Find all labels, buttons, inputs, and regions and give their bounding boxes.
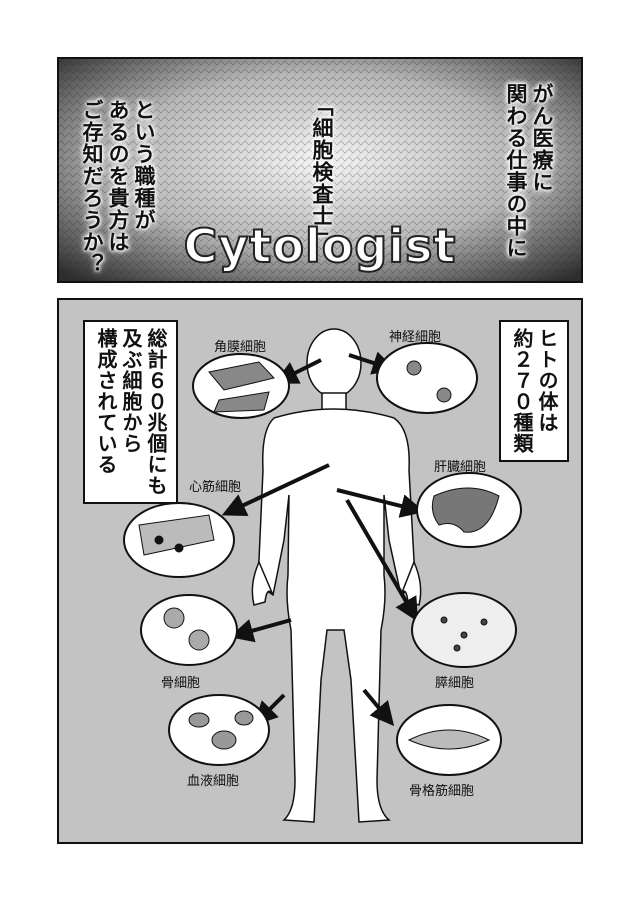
label-heart: 心筋細胞 xyxy=(189,480,242,495)
label-cornea: 角膜細胞 xyxy=(214,340,267,355)
caption-center: 「細胞検査士」 xyxy=(310,95,334,249)
caption-right: がん医療に 関わる仕事の中に xyxy=(504,83,554,259)
caption-left: という職種が あるのを貴方は ご存知だろうか？ xyxy=(80,99,156,275)
blood-cell-icon xyxy=(168,694,270,766)
fabric-texture xyxy=(59,59,581,281)
nerve-cell-icon xyxy=(376,342,478,414)
label-nerve: 神経細胞 xyxy=(389,330,442,345)
bone-cell-icon xyxy=(140,594,238,666)
label-blood: 血液細胞 xyxy=(187,774,240,789)
title-panel: がん医療に 関わる仕事の中に 「細胞検査士」 という職種が あるのを貴方は ご存… xyxy=(57,57,583,283)
arrows xyxy=(221,351,425,727)
label-skeletal: 骨格筋細胞 xyxy=(409,784,475,799)
pancreas-cell-icon xyxy=(411,592,517,668)
info-box-right: ヒトの体は 約２７０種類 xyxy=(499,320,569,462)
label-bone: 骨細胞 xyxy=(161,676,201,691)
label-liver: 肝臓細胞 xyxy=(434,460,487,475)
info-box-right-text: ヒトの体は 約２７０種類 xyxy=(510,328,559,454)
body-cells-panel: ヒトの体は 約２７０種類 総計６０兆個にも 及ぶ細胞から 構成されている 角膜細… xyxy=(57,298,583,844)
cytologist-title: Cytologist xyxy=(183,218,457,274)
info-box-left-text: 総計６０兆個にも 及ぶ細胞から 構成されている xyxy=(94,328,168,496)
body-diagram xyxy=(123,328,522,823)
info-box-left: 総計６０兆個にも 及ぶ細胞から 構成されている xyxy=(83,320,178,504)
label-pancreas: 膵細胞 xyxy=(435,676,475,691)
